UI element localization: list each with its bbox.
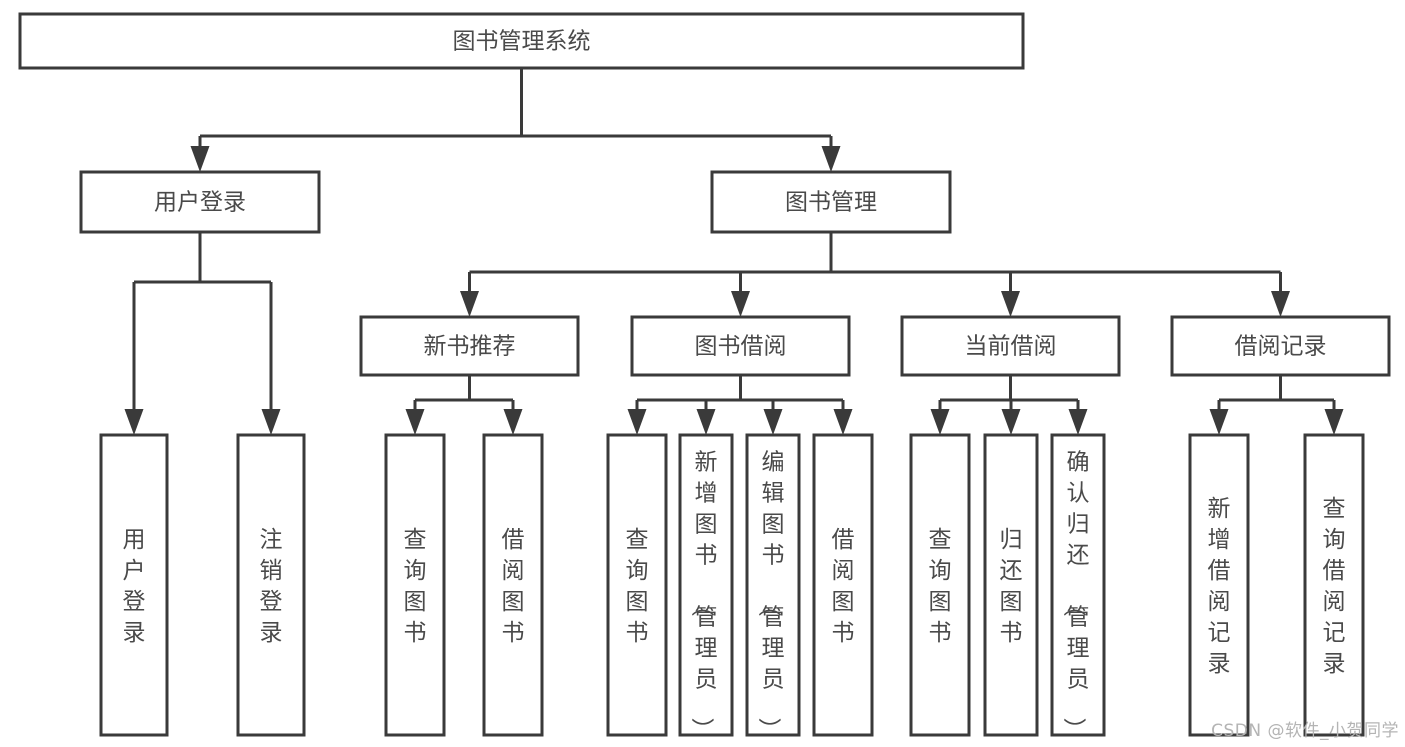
arrow-head-icon xyxy=(731,291,750,317)
node-box-book-borrow[interactable] xyxy=(630,315,851,377)
node-label-leaf-cur-query: 查询图书 xyxy=(929,527,952,646)
node-box-leaf-borrow-query[interactable] xyxy=(606,433,668,737)
node-label-leaf-cur-confirm: 确认归还（管理员） xyxy=(1061,450,1090,741)
node-box-book-mgmt[interactable] xyxy=(710,170,952,234)
node-leaf-rec-query[interactable]: 查询图书 xyxy=(384,433,446,737)
connector-group-user-login xyxy=(124,232,281,435)
node-label-new-book-rec: 新书推荐 xyxy=(424,334,516,360)
arrow-head-icon xyxy=(405,409,425,435)
connectors-layer xyxy=(124,68,1344,435)
connector-group-book-borrow xyxy=(627,375,853,435)
arrow-head-icon xyxy=(763,409,783,435)
arrow-head-icon xyxy=(124,409,144,435)
node-new-book-rec[interactable]: 新书推荐 xyxy=(359,315,580,377)
node-box-leaf-rec-add[interactable] xyxy=(1188,433,1250,737)
arrow-head-icon xyxy=(1068,409,1088,435)
node-box-user-login[interactable] xyxy=(79,170,321,234)
node-leaf-rec-borrow[interactable]: 借阅图书 xyxy=(482,433,544,737)
node-label-leaf-borrow-query: 查询图书 xyxy=(626,527,649,646)
arrow-head-icon xyxy=(1324,409,1344,435)
arrow-head-icon xyxy=(696,409,716,435)
node-box-leaf-rec-query[interactable] xyxy=(384,433,446,737)
node-label-borrow-record: 借阅记录 xyxy=(1235,334,1327,360)
node-leaf-borrow-query[interactable]: 查询图书 xyxy=(606,433,668,737)
node-box-leaf-borrow-do[interactable] xyxy=(812,433,874,737)
node-box-leaf-rec-borrow[interactable] xyxy=(482,433,544,737)
arrow-head-icon xyxy=(1271,291,1290,317)
node-box-current-borrow[interactable] xyxy=(900,315,1121,377)
node-box-root[interactable] xyxy=(18,12,1025,70)
node-label-root: 图书管理系统 xyxy=(453,29,591,55)
node-leaf-borrow-add[interactable]: 新增图书（管理员） xyxy=(678,433,734,741)
node-label-leaf-cur-return: 归还图书 xyxy=(1000,527,1023,646)
node-box-leaf-borrow-add[interactable] xyxy=(678,433,734,737)
nodes-layer: 图书管理系统用户登录图书管理新书推荐图书借阅当前借阅借阅记录用户登录注销登录查询… xyxy=(18,12,1391,741)
node-label-user-login: 用户登录 xyxy=(154,190,246,216)
arrow-head-icon xyxy=(460,291,479,317)
node-box-leaf-cur-query[interactable] xyxy=(909,433,971,737)
node-label-leaf-user-login: 用户登录 xyxy=(123,527,146,646)
node-box-borrow-record[interactable] xyxy=(1170,315,1391,377)
node-current-borrow[interactable]: 当前借阅 xyxy=(900,315,1121,377)
node-box-leaf-cur-confirm[interactable] xyxy=(1050,433,1106,737)
node-label-leaf-rec-borrow: 借阅图书 xyxy=(502,527,525,646)
connector-group-new-book-rec xyxy=(405,375,523,435)
node-user-login[interactable]: 用户登录 xyxy=(79,170,321,234)
node-label-leaf-rec-query: 查询图书 xyxy=(404,527,427,646)
node-box-leaf-user-logout[interactable] xyxy=(236,433,306,737)
node-leaf-rec-query2[interactable]: 查询借阅记录 xyxy=(1303,433,1365,737)
node-book-borrow[interactable]: 图书借阅 xyxy=(630,315,851,377)
node-label-leaf-borrow-edit: 编辑图书（管理员） xyxy=(756,450,785,741)
arrow-head-icon xyxy=(1001,409,1021,435)
node-label-leaf-borrow-do: 借阅图书 xyxy=(832,527,855,646)
node-box-new-book-rec[interactable] xyxy=(359,315,580,377)
node-label-book-borrow: 图书借阅 xyxy=(695,334,787,360)
node-box-leaf-user-login[interactable] xyxy=(99,433,169,737)
node-book-mgmt[interactable]: 图书管理 xyxy=(710,170,952,234)
node-leaf-cur-return[interactable]: 归还图书 xyxy=(983,433,1039,737)
arrow-head-icon xyxy=(833,409,853,435)
arrow-head-icon xyxy=(190,146,210,172)
node-label-current-borrow: 当前借阅 xyxy=(965,334,1057,360)
arrow-head-icon xyxy=(503,409,523,435)
node-leaf-cur-confirm[interactable]: 确认归还（管理员） xyxy=(1050,433,1106,741)
node-leaf-user-login[interactable]: 用户登录 xyxy=(99,433,169,737)
node-leaf-cur-query[interactable]: 查询图书 xyxy=(909,433,971,737)
watermark-label: CSDN @软件_小贺同学 xyxy=(1211,721,1399,741)
connector-group-root xyxy=(190,68,841,172)
node-box-leaf-rec-query2[interactable] xyxy=(1303,433,1365,737)
node-label-leaf-rec-query2: 查询借阅记录 xyxy=(1323,496,1346,677)
connector-group-current-borrow xyxy=(930,375,1088,435)
node-label-book-mgmt: 图书管理 xyxy=(785,190,877,216)
node-borrow-record[interactable]: 借阅记录 xyxy=(1170,315,1391,377)
node-label-leaf-rec-add: 新增借阅记录 xyxy=(1208,496,1231,677)
arrow-head-icon xyxy=(1001,291,1020,317)
node-box-leaf-borrow-edit[interactable] xyxy=(745,433,801,737)
connector-group-book-mgmt xyxy=(460,232,1290,317)
arrow-head-icon xyxy=(1209,409,1229,435)
node-box-leaf-cur-return[interactable] xyxy=(983,433,1039,737)
arrow-head-icon xyxy=(627,409,647,435)
node-label-leaf-user-logout: 注销登录 xyxy=(260,527,283,646)
arrow-head-icon xyxy=(261,409,281,435)
arrow-head-icon xyxy=(930,409,950,435)
arrow-head-icon xyxy=(821,146,841,172)
node-root[interactable]: 图书管理系统 xyxy=(18,12,1025,70)
node-label-leaf-borrow-add: 新增图书（管理员） xyxy=(689,450,718,741)
node-leaf-borrow-edit[interactable]: 编辑图书（管理员） xyxy=(745,433,801,741)
connector-group-borrow-record xyxy=(1209,375,1344,435)
node-leaf-borrow-do[interactable]: 借阅图书 xyxy=(812,433,874,737)
node-leaf-user-logout[interactable]: 注销登录 xyxy=(236,433,306,737)
node-leaf-rec-add[interactable]: 新增借阅记录 xyxy=(1188,433,1250,737)
